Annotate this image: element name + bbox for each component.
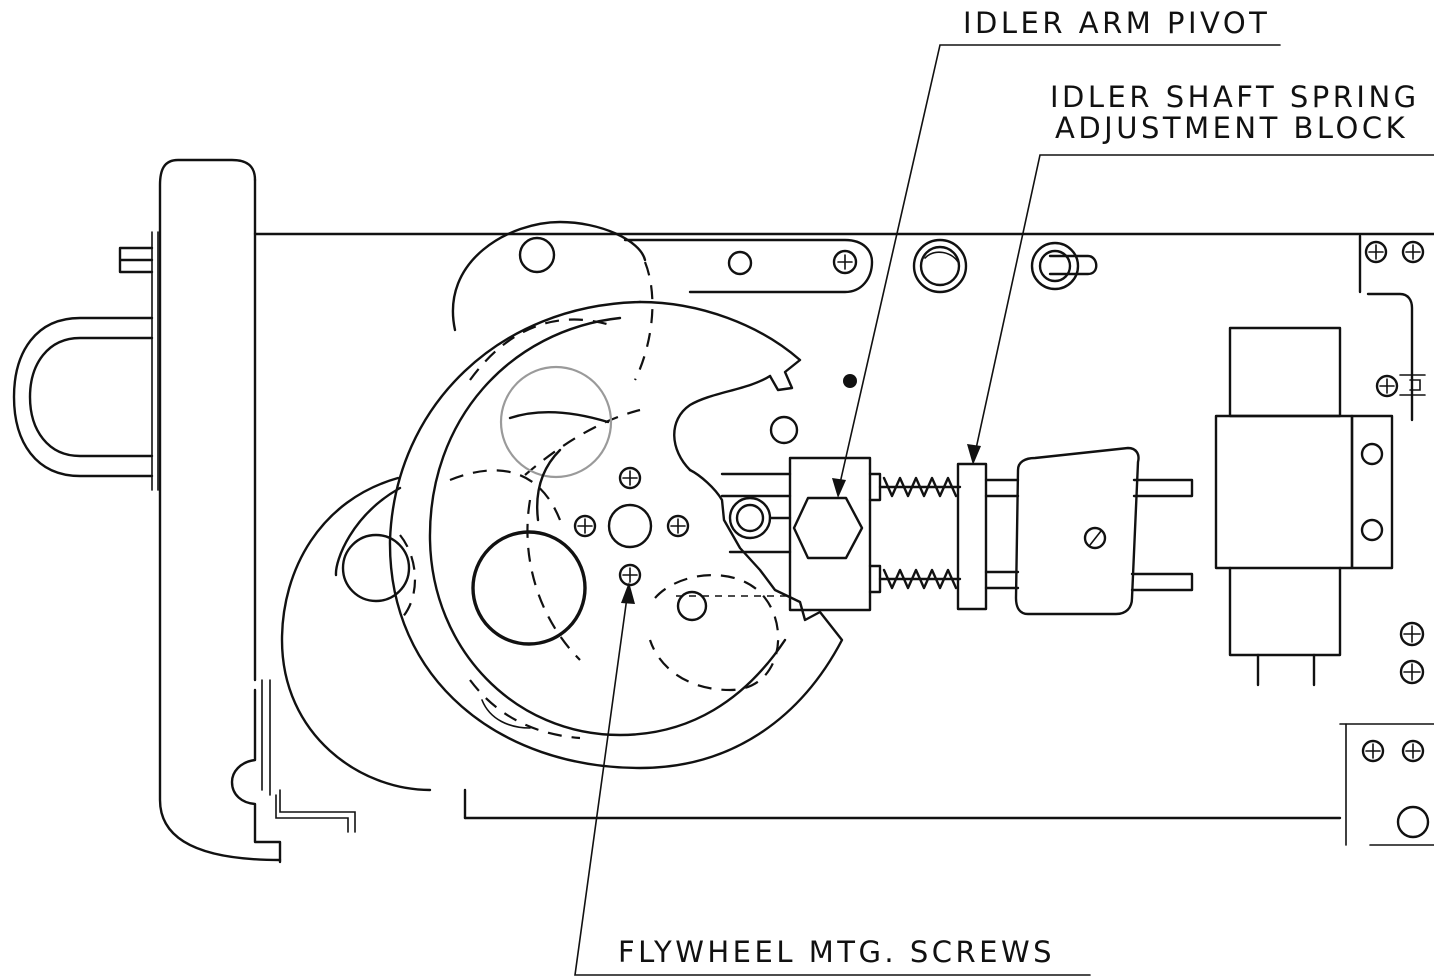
speed-knob-icon: [912, 238, 968, 294]
spring-adjustment-block: [956, 462, 1020, 611]
leader-spring-block: [967, 154, 1434, 465]
toggle-switch-icon: [1030, 241, 1098, 291]
idler-shaft-carrier: [1014, 446, 1194, 616]
motor-pulley: [451, 220, 647, 332]
flywheel-screw-top-icon: [618, 466, 642, 490]
bracket-right: [1366, 292, 1426, 422]
screw-right-mid-1-icon: [1399, 621, 1425, 647]
screw-top-right-1-icon: [1364, 240, 1388, 264]
idler-arm: [623, 238, 874, 294]
leader-idler-arm-pivot: [832, 44, 1281, 498]
leader-flywheel-screws: [574, 582, 1091, 976]
flywheel-screw-left-icon: [573, 514, 597, 538]
flywheel-screw-bottom-icon: [618, 563, 642, 587]
idler-wheel: [648, 574, 791, 692]
hole-bottom-right: [1396, 805, 1430, 839]
label-spring-block-line2: ADJUSTMENT BLOCK: [1055, 111, 1408, 145]
carry-handle: [12, 158, 356, 864]
screw-top-right-2-icon: [1401, 240, 1425, 264]
idler-shaft-springs: [868, 472, 962, 594]
screw-bottom-right-2-icon: [1401, 739, 1425, 763]
idler-pivot-bushing: [720, 472, 792, 554]
chassis-hole-center: [769, 415, 799, 445]
idler-arm-pivot-block: [788, 456, 872, 612]
take-up-pulley: [280, 476, 432, 792]
screw-right-mid-2-icon: [1399, 659, 1425, 685]
flywheel-screw-right-icon: [666, 514, 690, 538]
rivet-dot: [843, 374, 857, 388]
label-spring-block-line1: IDLER SHAFT SPRING: [1050, 80, 1420, 114]
chassis-plate: [253, 232, 1434, 846]
flywheel-hub: [607, 503, 653, 549]
flywheel: [388, 261, 844, 770]
label-flywheel-screws: FLYWHEEL MTG. SCREWS: [618, 935, 1055, 969]
solenoid: [1214, 326, 1394, 687]
label-idler-arm-pivot: IDLER ARM PIVOT: [963, 6, 1270, 40]
screw-bottom-right-1-icon: [1361, 739, 1385, 763]
screw-bracket-icon: [1375, 374, 1399, 398]
